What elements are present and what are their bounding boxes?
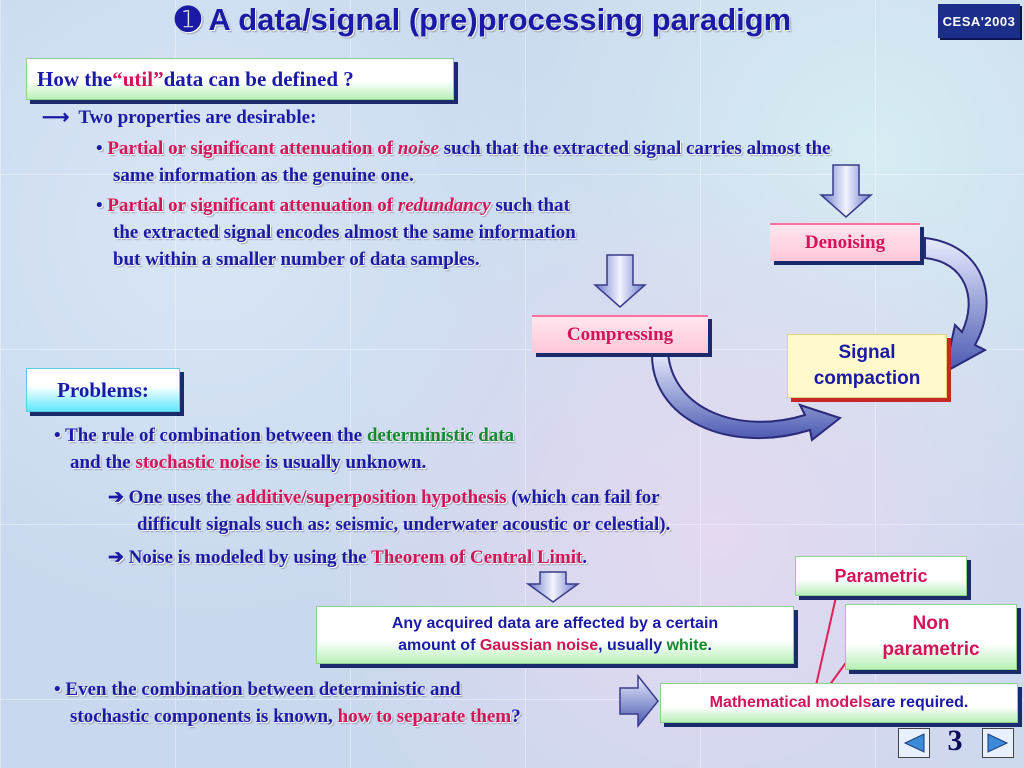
bullet-redundancy-rest: such that <box>490 195 570 216</box>
bullet-redundancy-line3: but within a smaller number of data samp… <box>113 249 480 270</box>
gaussian-e: white <box>666 637 708 654</box>
signal-compaction-line1: Signal <box>838 342 896 363</box>
bold-arrow-icon: ➔ <box>108 487 124 508</box>
bullet-redundancy-italic: redundancy <box>397 195 491 216</box>
problem-rule-c: and the <box>70 452 136 473</box>
sub-additive-b: additive/superposition hypothesis <box>235 487 507 508</box>
sub-additive-c: (which can fail for <box>506 487 660 508</box>
problem-rule: • The rule of combination between the de… <box>54 422 654 476</box>
gaussian-f: . <box>707 637 712 654</box>
gaussian-b: amount of <box>398 637 480 654</box>
math-models-box: Mathematical models are required. <box>660 683 1018 723</box>
problem-rule-e: is usually unknown. <box>260 452 427 473</box>
sub-additive: ➔ One uses the additive/superposition hy… <box>108 484 808 538</box>
next-slide-button[interactable] <box>982 728 1014 758</box>
denoising-box: Denoising <box>770 223 920 261</box>
slide-title: ➊ A data/signal (pre)processing paradigm <box>175 2 792 37</box>
sub-additive-a: One uses the <box>128 487 236 508</box>
util-heading-util: “util” <box>112 66 164 91</box>
sub-central-c: . <box>582 547 588 568</box>
problem-rule-b: deterministic data <box>366 425 515 446</box>
bullet-redundancy-line2: the extracted signal encodes almost the … <box>113 222 576 243</box>
bullet-icon: • <box>96 195 103 216</box>
intro-line: ⟶ Two properties are desirable: <box>42 104 316 131</box>
triangle-left-icon <box>903 733 925 753</box>
bullet-icon: • <box>54 679 61 700</box>
connector-line <box>814 587 839 691</box>
util-heading-post: data can be defined ? <box>163 66 354 91</box>
problem-separate-a: Even the combination between determinist… <box>65 679 461 700</box>
non-parametric-line1: Non <box>912 613 950 634</box>
previous-slide-button[interactable] <box>898 728 930 758</box>
signal-compaction-box: Signal compaction <box>787 334 947 398</box>
math-models-a: Mathematical models <box>709 694 872 711</box>
bullet-noise: • Partial or significant attenuation of … <box>96 135 1006 189</box>
bullet-redundancy-red: Partial or significant attenuation of <box>107 195 398 216</box>
compressing-box: Compressing <box>532 315 708 353</box>
bullet-noise-italic: noise <box>397 138 440 159</box>
bullet-icon: • <box>54 425 61 446</box>
non-parametric-line2: parametric <box>882 639 980 660</box>
gaussian-box: Any acquired data are affected by a cert… <box>316 606 794 664</box>
right-arrow-icon: ⟶ <box>42 107 70 128</box>
sub-central-b: Theorem of Central Limit <box>371 547 583 568</box>
problem-separate-c: how to separate them <box>337 706 512 727</box>
non-parametric-box: Non parametric <box>845 604 1017 670</box>
page-number: 3 <box>947 724 963 757</box>
problem-rule-d: stochastic noise <box>135 452 261 473</box>
bullet-noise-red: Partial or significant attenuation of <box>107 138 398 159</box>
down-arrow-icon <box>819 164 873 218</box>
sub-additive-line2: difficult signals such as: seismic, unde… <box>137 514 671 535</box>
gaussian-c: Gaussian noise <box>479 637 599 654</box>
curved-arrow-icon <box>650 351 843 442</box>
bullet-noise-rest: such that the extracted signal carries a… <box>439 138 831 159</box>
util-heading-box: How the “util” data can be defined ? <box>26 58 454 100</box>
triangle-right-icon <box>987 733 1009 753</box>
util-heading-pre: How the <box>37 66 113 91</box>
gaussian-d: , usually <box>598 637 667 654</box>
gaussian-line2: amount of Gaussian noise, usually white. <box>317 635 793 657</box>
curved-arrow-icon <box>924 236 988 374</box>
right-arrow-icon <box>619 673 659 729</box>
bullet-icon: • <box>96 138 103 159</box>
gaussian-line1: Any acquired data are affected by a cert… <box>391 615 719 632</box>
problem-separate-d: ? <box>511 706 521 727</box>
cesa-logo: CESA'2003 <box>938 4 1020 38</box>
signal-compaction-line2: compaction <box>813 368 921 389</box>
sub-central-a: Noise is modeled by using the <box>128 547 372 568</box>
sub-central-limit: ➔ Noise is modeled by using the Theorem … <box>108 544 587 571</box>
down-arrow-icon <box>525 571 581 603</box>
problems-heading-box: Problems: <box>26 368 180 412</box>
intro-text: Two properties are desirable: <box>78 107 317 128</box>
problem-separate-b: stochastic components is known, <box>70 706 338 727</box>
problem-rule-a: The rule of combination between the <box>65 425 367 446</box>
bullet-redundancy: • Partial or significant attenuation of … <box>96 192 696 273</box>
bullet-noise-line2: same information as the genuine one. <box>113 165 414 186</box>
math-models-b: are required. <box>871 694 969 711</box>
down-arrow-icon <box>593 254 647 308</box>
problem-separate: • Even the combination between determini… <box>54 676 654 730</box>
bold-arrow-icon: ➔ <box>108 547 124 568</box>
parametric-box: Parametric <box>795 556 967 596</box>
